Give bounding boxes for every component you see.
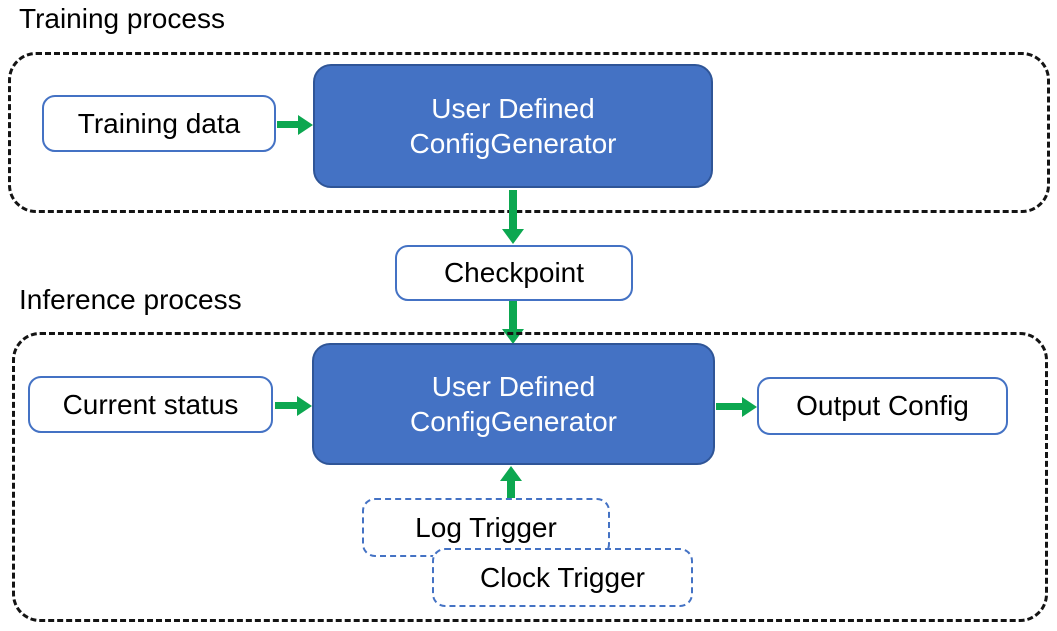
arrow-stem bbox=[509, 190, 517, 229]
training-process-title: Training process bbox=[19, 3, 225, 34]
arrow-right-head-icon bbox=[742, 396, 757, 417]
arrow-up-head-icon bbox=[500, 466, 522, 481]
arrow-stem bbox=[716, 403, 742, 410]
arrow-stem bbox=[277, 121, 298, 128]
checkpoint-node: Checkpoint bbox=[395, 245, 633, 301]
arrow-right-head-icon bbox=[298, 114, 313, 135]
training-process-container bbox=[8, 52, 1050, 213]
training-config-generator-line2: ConfigGenerator bbox=[409, 128, 617, 159]
clock-trigger-node: Clock Trigger bbox=[432, 548, 693, 607]
training-config-generator-line1: User Defined bbox=[431, 93, 595, 124]
arrow-stem bbox=[275, 402, 297, 409]
training-config-generator-node: User Defined ConfigGenerator bbox=[313, 64, 713, 188]
training-data-node: Training data bbox=[42, 95, 276, 152]
arrow-stem bbox=[507, 481, 515, 498]
arrow-right-head-icon bbox=[297, 395, 312, 416]
arrow-generator-to-output-config bbox=[716, 396, 757, 417]
inference-config-generator-line1: User Defined bbox=[431, 371, 596, 402]
arrow-triggers-to-generator bbox=[500, 466, 522, 498]
inference-process-title: Inference process bbox=[19, 284, 242, 315]
current-status-node: Current status bbox=[28, 376, 273, 433]
arrow-stem bbox=[509, 301, 517, 329]
inference-config-generator-line2: ConfigGenerator bbox=[409, 406, 617, 437]
inference-process-container bbox=[12, 332, 1048, 622]
arrow-down-head-icon bbox=[502, 229, 524, 244]
arrow-current-status-to-generator bbox=[275, 395, 312, 416]
arrow-training-data-to-generator bbox=[277, 114, 313, 135]
inference-config-generator-node: User Defined ConfigGenerator bbox=[312, 343, 715, 465]
arrow-generator-to-checkpoint bbox=[502, 190, 524, 244]
output-config-node: Output Config bbox=[757, 377, 1008, 435]
